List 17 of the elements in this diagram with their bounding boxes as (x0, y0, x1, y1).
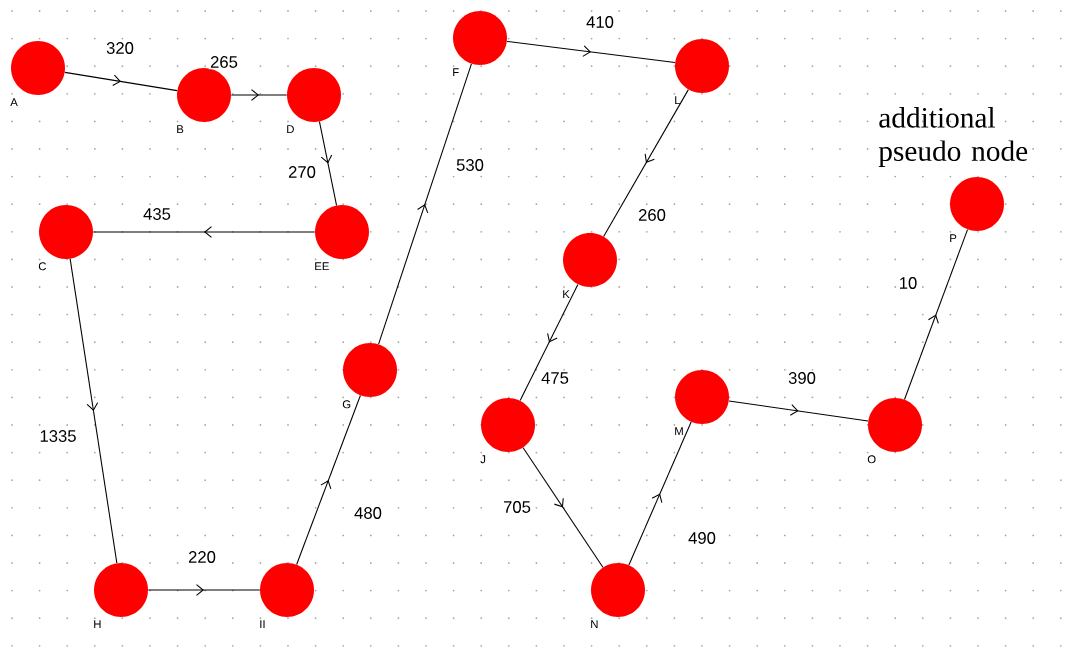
node-label: O (867, 455, 876, 464)
node-label: K (563, 290, 570, 299)
node-label: L (675, 96, 681, 105)
node-label: H (94, 620, 101, 629)
node-label: N (591, 620, 598, 629)
node-label: F (453, 68, 459, 77)
node-label: P (950, 234, 957, 243)
node-label: D (287, 125, 294, 134)
node-label: M (675, 427, 683, 436)
node-label: J (480, 455, 486, 464)
node-label: EE (315, 262, 329, 271)
node-label: B (177, 125, 184, 134)
node-label: A (10, 98, 18, 107)
node-label: G (342, 400, 351, 409)
node-label: II (260, 620, 265, 629)
note-text: additional pseudo node (878, 107, 1028, 167)
node-label: C (38, 262, 47, 271)
